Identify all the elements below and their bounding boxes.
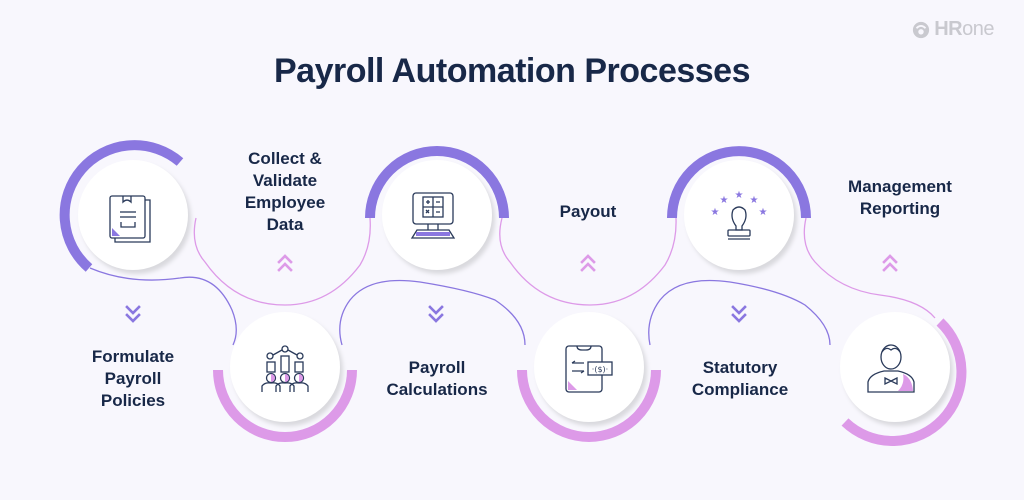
svg-text:★: ★: [735, 190, 744, 201]
step-6-node: [840, 312, 967, 446]
mobile-money-transfer-icon: ·($)·: [565, 345, 613, 393]
chevron-double-down-icon: [428, 305, 444, 323]
step-2-label: Collect & Validate Employee Data: [244, 149, 326, 234]
step-4-label: Payout: [559, 202, 617, 221]
step-5-label: Statutory Compliance: [691, 358, 789, 399]
logo-text: HRone: [934, 18, 994, 40]
svg-text:★: ★: [759, 207, 768, 218]
step-2-node: [213, 312, 357, 442]
chevron-double-up-icon: [277, 254, 293, 272]
hrone-logo-mark-icon: [913, 21, 930, 38]
step-4-node: ·($)·: [517, 312, 661, 442]
page-title: Payroll Automation Processes: [273, 52, 751, 90]
step-1-node: [59, 140, 188, 272]
hrone-logo: HRone: [912, 18, 994, 41]
step-6-label: Management Reporting: [848, 177, 952, 218]
svg-text:·($)·: ·($)·: [592, 365, 608, 374]
svg-text:★: ★: [750, 195, 759, 206]
svg-text:★: ★: [711, 207, 720, 218]
step-5-node: ★★★ ★★: [667, 146, 811, 270]
connector-lines: [89, 217, 936, 346]
clipboard-document-icon: [109, 195, 151, 243]
stamp-stars-icon: ★★★ ★★: [711, 190, 768, 240]
chevron-double-down-icon: [125, 305, 141, 323]
chevron-double-up-icon: [580, 254, 596, 272]
step-1-label: Formulate Payroll Policies: [91, 347, 175, 410]
chevron-double-down-icon: [731, 305, 747, 323]
computer-calculator-icon: [410, 192, 456, 239]
step-3-label: Payroll Calculations: [386, 358, 488, 399]
chevron-double-up-icon: [882, 254, 898, 272]
team-hierarchy-icon: [261, 345, 309, 392]
step-3-node: [365, 146, 509, 270]
svg-text:★: ★: [720, 195, 729, 206]
manager-person-icon: [867, 344, 915, 393]
